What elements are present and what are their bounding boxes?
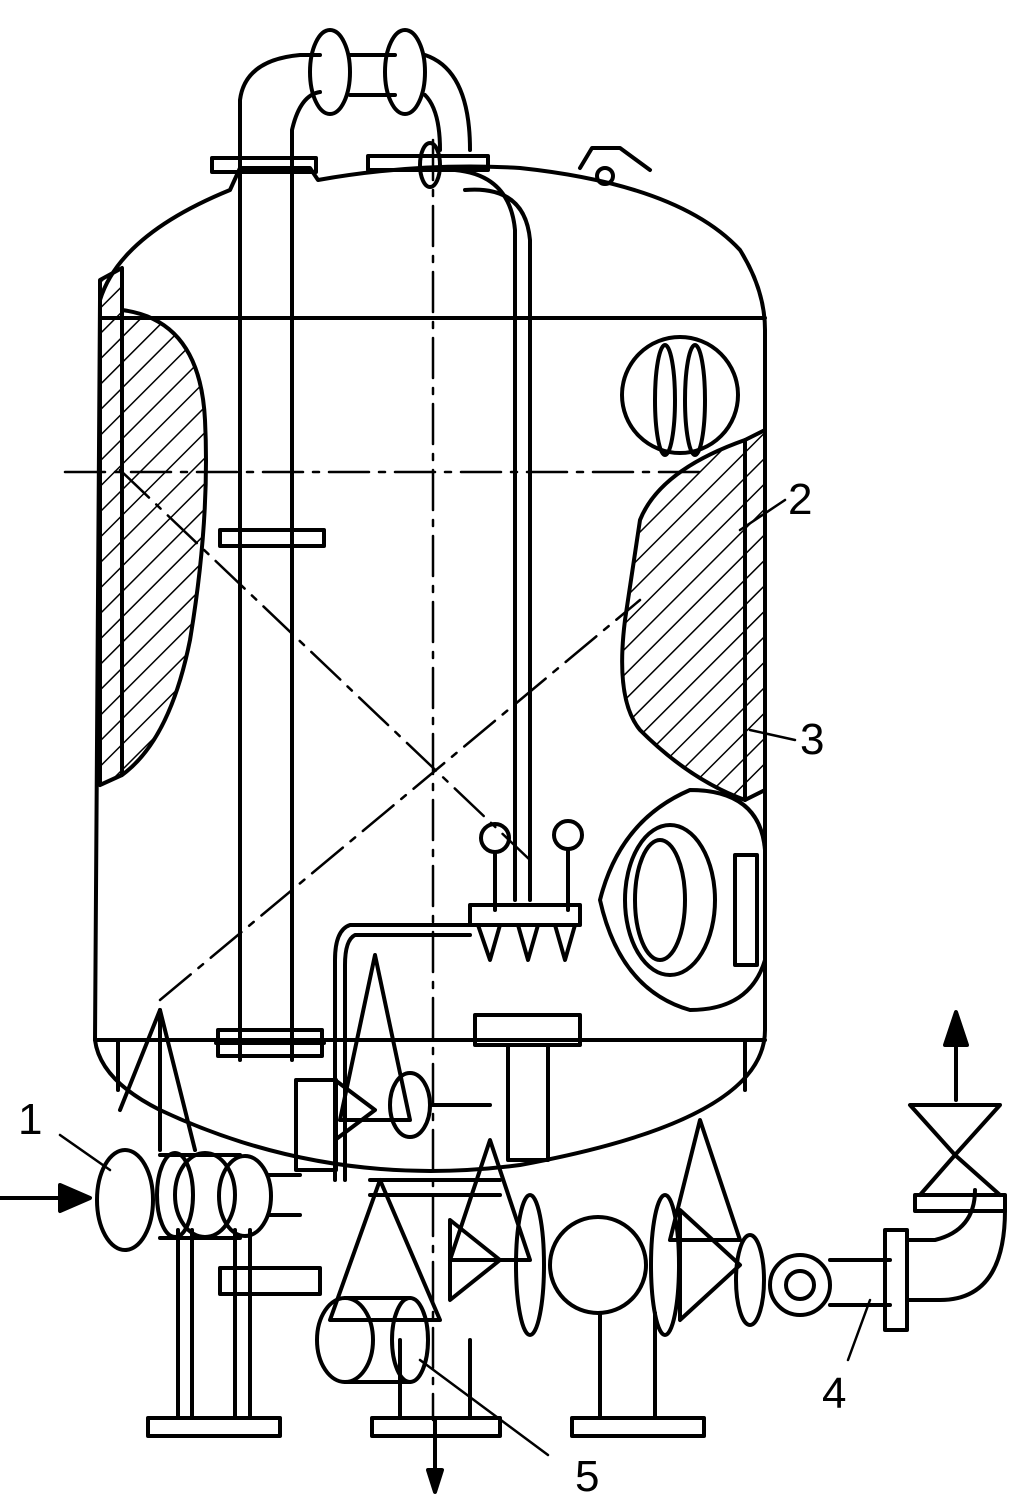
wall-hatching-left	[98, 266, 208, 787]
inlet-nozzle	[95, 1008, 302, 1252]
callout-label-1: 1	[18, 1095, 43, 1144]
pressure-gauges	[333, 819, 584, 1182]
drain-box	[473, 1013, 582, 1162]
central-valve	[294, 953, 492, 1172]
callout-label-4: 4	[822, 1369, 847, 1418]
callout-label-2: 2	[788, 475, 813, 524]
drain-arrow	[426, 1418, 444, 1494]
callout-leaders	[58, 498, 872, 1457]
lower-pipework	[315, 1103, 1007, 1384]
vessel-shell	[93, 146, 767, 1173]
support-legs	[146, 1228, 706, 1438]
lower-manhole	[598, 788, 767, 1012]
callout-label-3: 3	[800, 715, 825, 764]
centerlines	[63, 138, 702, 1422]
callout-label-5: 5	[575, 1452, 600, 1501]
upper-manhole	[620, 335, 740, 457]
inlet-arrow	[0, 1183, 92, 1213]
outlet-arrow	[943, 1010, 969, 1102]
internal-pipe	[418, 141, 532, 902]
wall-hatching-right	[620, 428, 767, 802]
left-riser-pipe	[214, 28, 472, 1062]
